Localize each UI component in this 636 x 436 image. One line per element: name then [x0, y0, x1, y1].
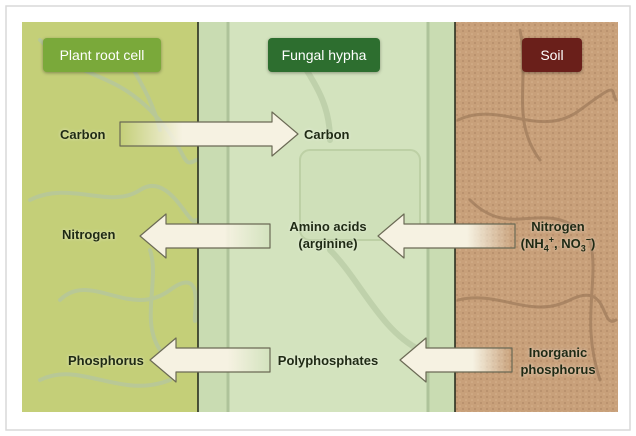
soil-nitrogen-line: Nitrogen — [506, 218, 610, 235]
soil-phosphorus-label: Inorganic phosphorus — [512, 344, 604, 378]
ammonium-nitrate-line: (NH4+, NO3−) — [506, 235, 610, 252]
plant-nitrogen-label: Nitrogen — [62, 226, 142, 243]
soil-header: Soil — [522, 38, 582, 72]
soil-nitrogen-label: Nitrogen (NH4+, NO3−) — [506, 218, 610, 252]
plant-root-cell-header: Plant root cell — [43, 38, 161, 72]
closing-paren: ) — [591, 236, 595, 251]
nh-subscript: 4 — [544, 244, 549, 254]
fungal-hypha-header-text: Fungal hypha — [282, 47, 367, 63]
amino-acids-line: Amino acids — [280, 218, 376, 235]
fungus-carbon-label: Carbon — [304, 126, 384, 143]
plant-phosphorus-label: Phosphorus — [68, 352, 154, 369]
phosphorus-line: phosphorus — [512, 361, 604, 378]
soil-header-text: Soil — [540, 47, 563, 63]
fungal-hypha-header: Fungal hypha — [268, 38, 380, 72]
amino-acids-label: Amino acids (arginine) — [280, 218, 376, 252]
plant-carbon-label: Carbon — [60, 126, 140, 143]
inorganic-line: Inorganic — [512, 344, 604, 361]
polyphosphates-label: Polyphosphates — [276, 352, 380, 369]
plant-root-cell-header-text: Plant root cell — [60, 47, 145, 63]
no-text: , NO — [554, 236, 581, 251]
no-subscript: 3 — [581, 244, 586, 254]
nh-text: (NH — [521, 236, 544, 251]
arginine-line: (arginine) — [280, 235, 376, 252]
